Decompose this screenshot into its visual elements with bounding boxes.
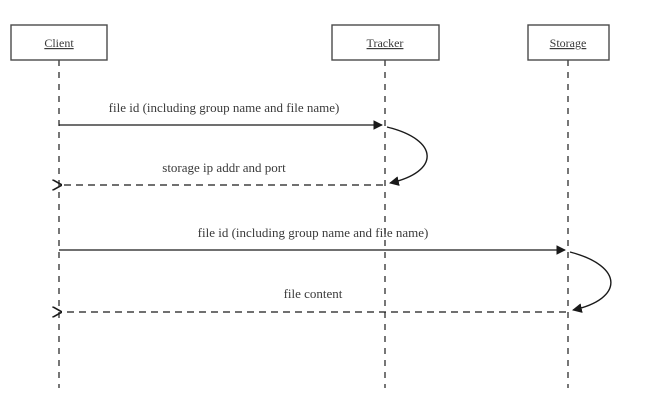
self-loop-tracker — [386, 126, 428, 186]
participant-storage[interactable]: Storage — [527, 24, 610, 61]
participant-label-client: Client — [44, 36, 74, 50]
participant-label-tracker: Tracker — [367, 36, 404, 50]
message-label-4: file content — [284, 286, 343, 301]
message-file-id-to-tracker[interactable]: file id (including group name and file n… — [59, 100, 383, 130]
message-label-3: file id (including group name and file n… — [198, 225, 429, 240]
message-label-1: file id (including group name and file n… — [109, 100, 340, 115]
message-storage-ip-to-client[interactable]: storage ip addr and port — [61, 160, 383, 185]
message-file-id-to-storage[interactable]: file id (including group name and file n… — [59, 225, 566, 255]
message-file-content-to-client[interactable]: file content — [61, 286, 566, 312]
participant-client[interactable]: Client — [10, 24, 108, 61]
participant-box-tracker[interactable] — [331, 24, 440, 61]
participant-box-storage[interactable] — [527, 24, 610, 61]
self-loop-storage — [569, 251, 612, 313]
message-label-2: storage ip addr and port — [162, 160, 286, 175]
participant-tracker[interactable]: Tracker — [331, 24, 440, 61]
participant-box-client[interactable] — [10, 24, 108, 61]
participant-label-storage: Storage — [550, 36, 587, 50]
